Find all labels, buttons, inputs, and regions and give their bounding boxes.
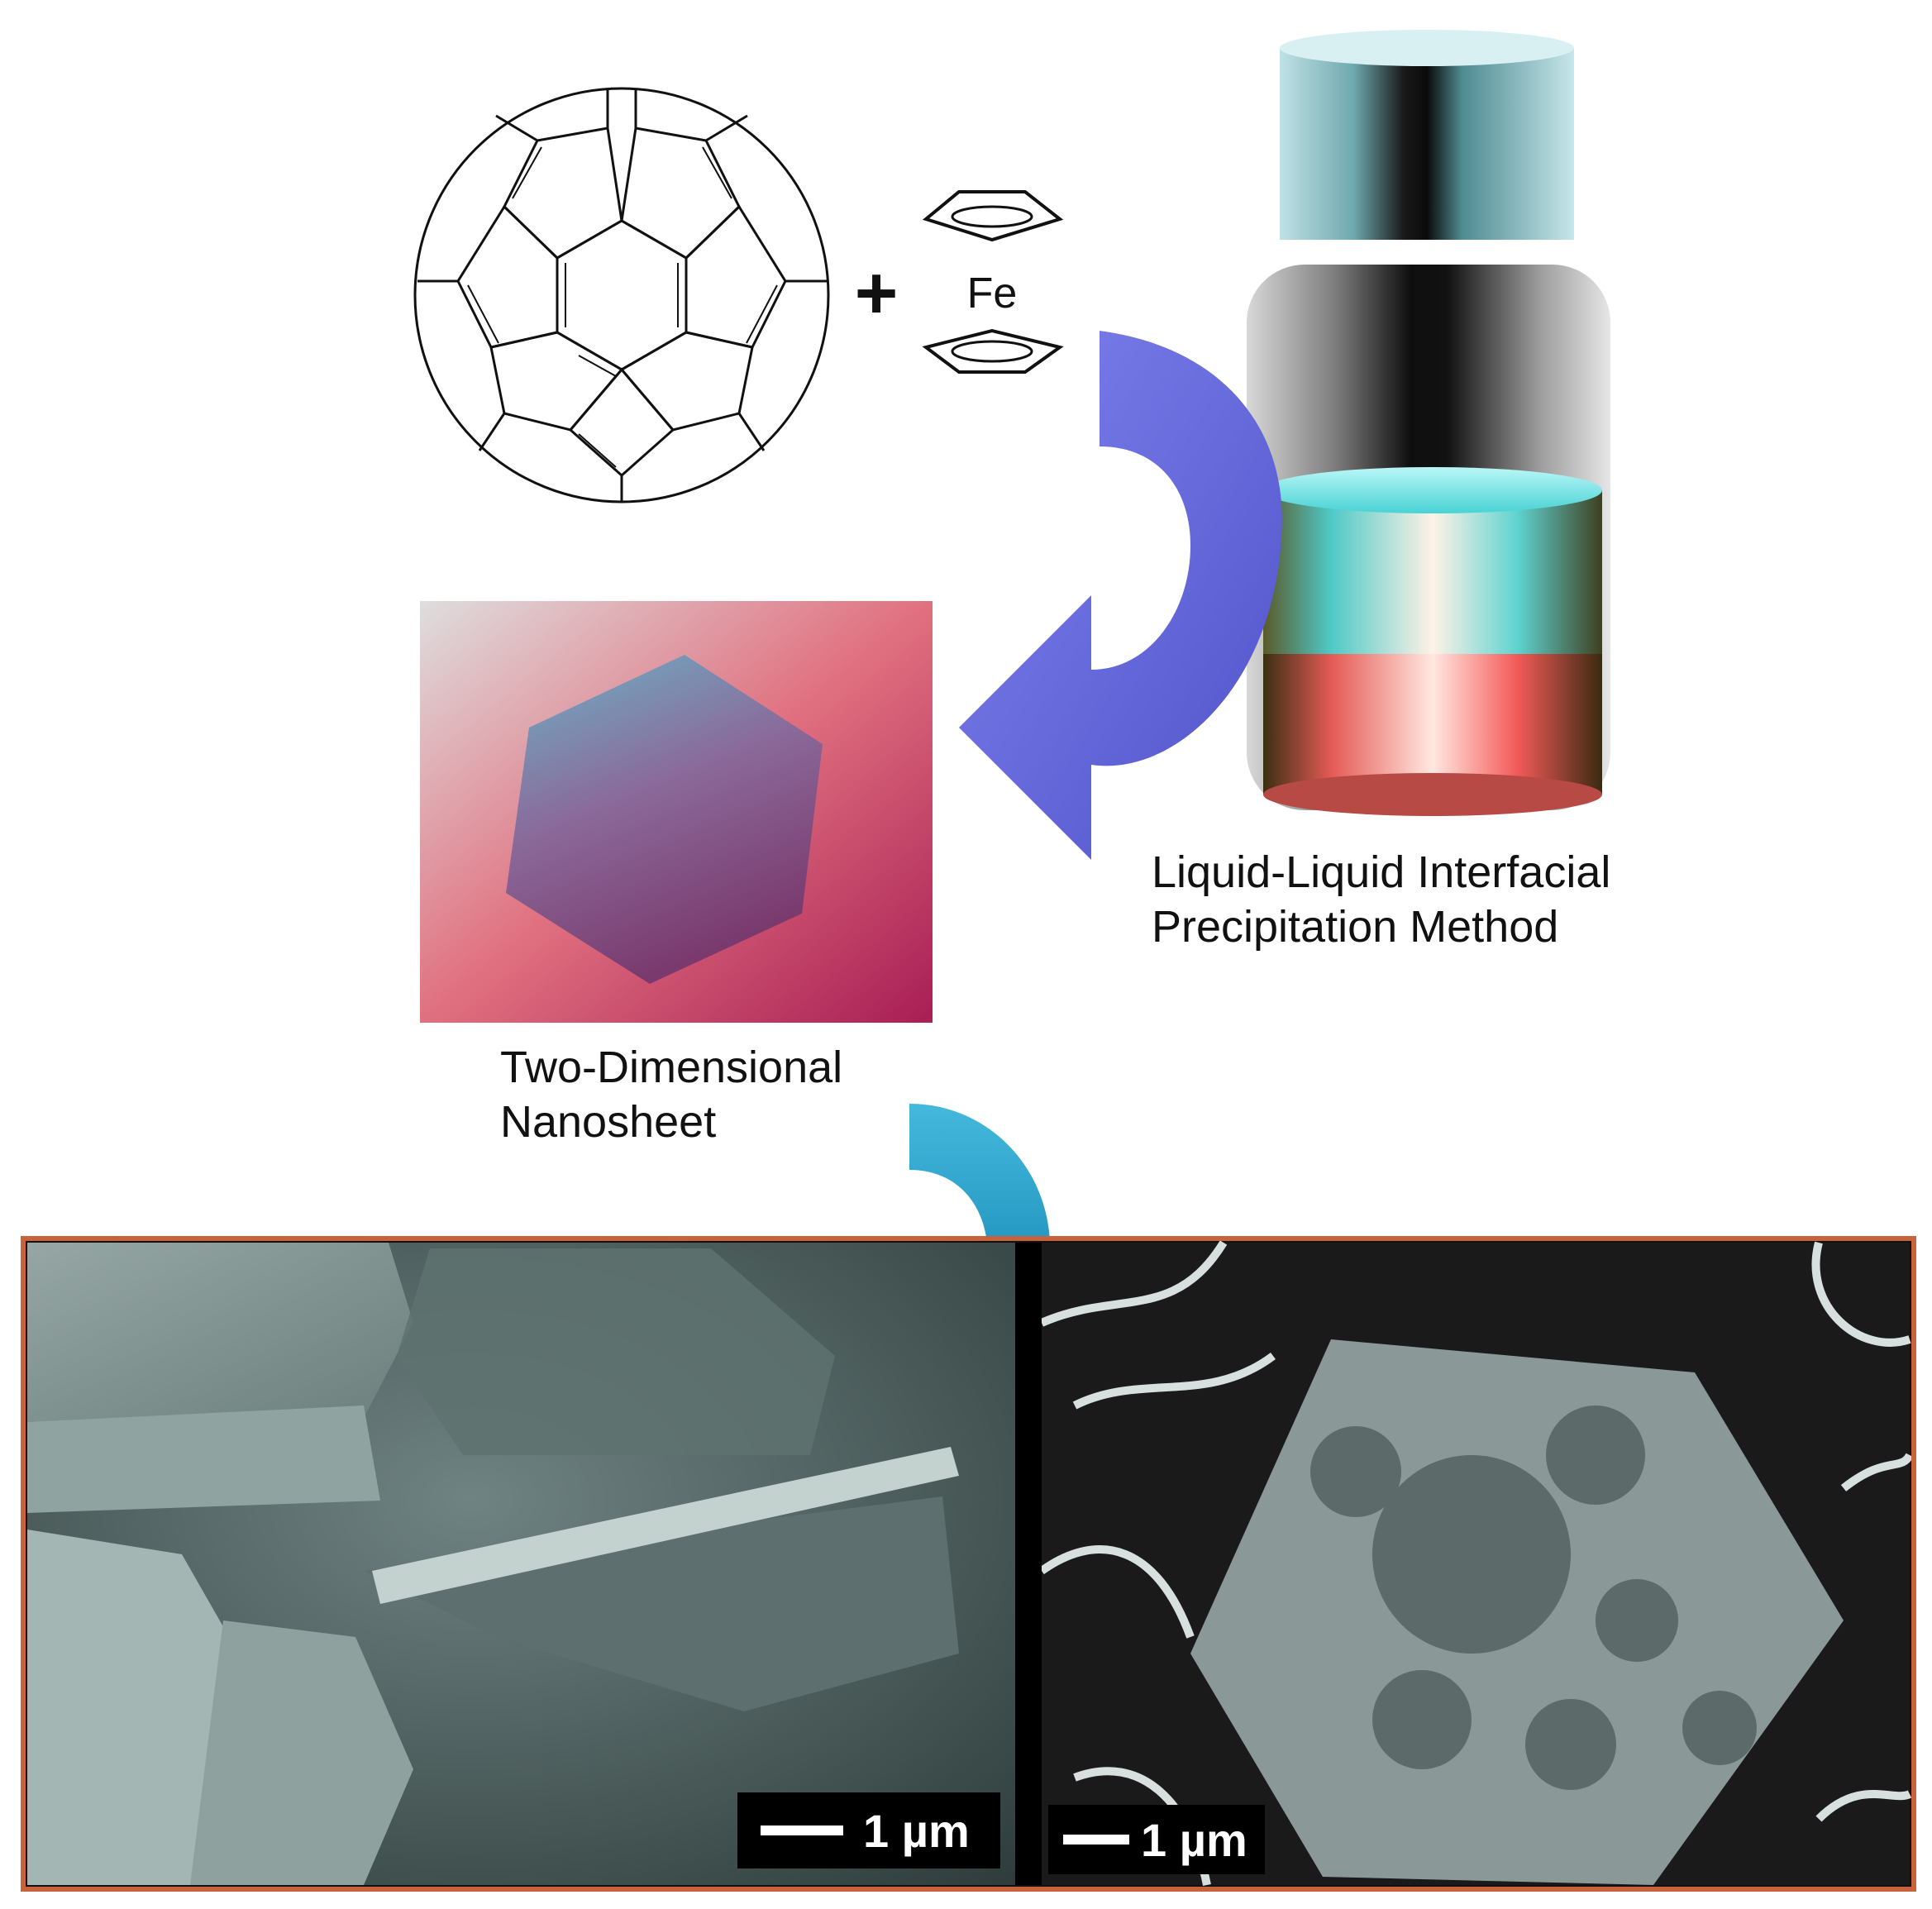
sem-image-right [1039,1240,1914,1886]
scale-bar-right: 1 µm [1048,1805,1265,1874]
hexagonal-nanosheet-icon [420,601,933,1023]
product-caption: Two-Dimensional Nanosheet [500,1040,842,1149]
micrograph-panel [21,1236,1916,1892]
scale-bar-label-right: 1 µm [1141,1813,1247,1866]
method-line-2: Precipitation Method [1152,902,1559,952]
product-line-1: Two-Dimensional [500,1043,843,1092]
scale-bar-line [761,1825,843,1835]
two-phase-vial-icon [1247,30,1610,816]
scale-bar-label-left: 1 µm [863,1804,970,1857]
fullerene-c60-icon [413,87,830,503]
product-line-2: Nanosheet [500,1097,717,1147]
method-line-1: Liquid-Liquid Interfacial [1152,847,1611,897]
plus-sign: + [855,252,899,335]
ferrocene-icon [922,190,1064,374]
scale-bar-left: 1 µm [737,1792,1000,1868]
method-caption: Liquid-Liquid Interfacial Precipitation … [1152,845,1610,954]
iron-label: Fe [967,270,1018,317]
scale-bar-line [1063,1835,1129,1845]
process-arrow [959,331,1282,860]
sem-image-left [27,1243,1015,1885]
